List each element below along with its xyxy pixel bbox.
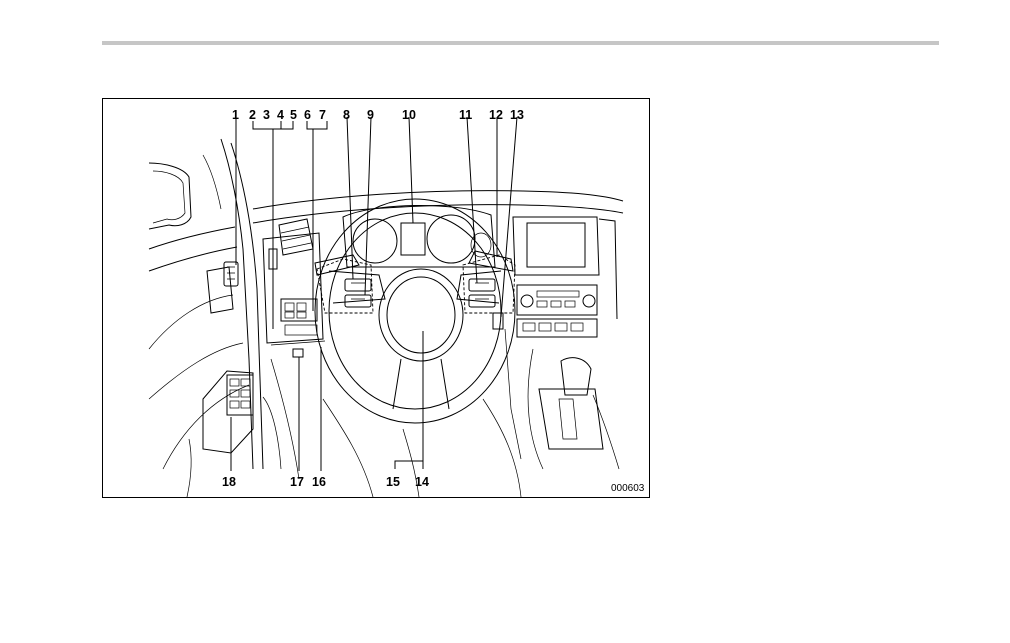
navigation-screen <box>527 223 585 267</box>
navigation-screen-frame <box>513 217 599 275</box>
callout-14: 14 <box>415 475 429 489</box>
callout-2: 2 <box>249 108 256 122</box>
door-lock-switch <box>224 262 238 286</box>
door-handle <box>207 267 233 313</box>
callout-6: 6 <box>304 108 311 122</box>
side-mirror <box>149 163 191 229</box>
left-spoke <box>329 271 385 303</box>
callout-1: 1 <box>232 108 239 122</box>
callout-12: 12 <box>489 108 503 122</box>
callout-labels: 1 2 3 4 5 6 7 8 9 10 11 12 13 14 15 16 1… <box>222 108 645 494</box>
center-console <box>505 217 619 469</box>
top-rule <box>102 41 939 45</box>
callout-17: 17 <box>290 475 304 489</box>
window-switch-block <box>227 375 253 415</box>
callout-10: 10 <box>402 108 416 122</box>
leader-lines <box>231 117 517 471</box>
info-display <box>401 223 425 255</box>
steering-wheel-rim <box>315 199 515 423</box>
figure-code: 000603 <box>611 483 645 494</box>
window-switch-panel <box>203 371 253 453</box>
tachometer <box>353 219 397 263</box>
callout-3: 3 <box>263 108 270 122</box>
figure-box: 1 2 3 4 5 6 7 8 9 10 11 12 13 14 15 16 1… <box>102 98 650 498</box>
callout-13: 13 <box>510 108 524 122</box>
climate-control <box>517 319 597 337</box>
a-pillar <box>221 139 253 469</box>
callout-8: 8 <box>343 108 350 122</box>
callout-16: 16 <box>312 475 326 489</box>
bluetooth-switch <box>469 279 495 291</box>
callout-7: 7 <box>319 108 326 122</box>
callout-9: 9 <box>367 108 374 122</box>
callout-11: 11 <box>459 108 472 122</box>
steering-wheel <box>315 199 515 423</box>
callout-18: 18 <box>222 475 236 489</box>
steering-hub <box>387 277 455 353</box>
callout-4: 4 <box>277 108 284 122</box>
audio-unit <box>517 285 597 315</box>
door-area <box>149 139 281 497</box>
right-spoke <box>457 271 501 303</box>
dashboard-outline <box>253 191 623 479</box>
dashboard-illustration: 1 2 3 4 5 6 7 8 9 10 11 12 13 14 15 16 1… <box>103 99 651 499</box>
audio-switch <box>345 279 371 291</box>
hood-release <box>293 349 303 357</box>
lower-spoke <box>393 359 449 409</box>
shift-gate <box>539 389 603 449</box>
callout-5: 5 <box>290 108 297 122</box>
callout-15: 15 <box>386 475 400 489</box>
